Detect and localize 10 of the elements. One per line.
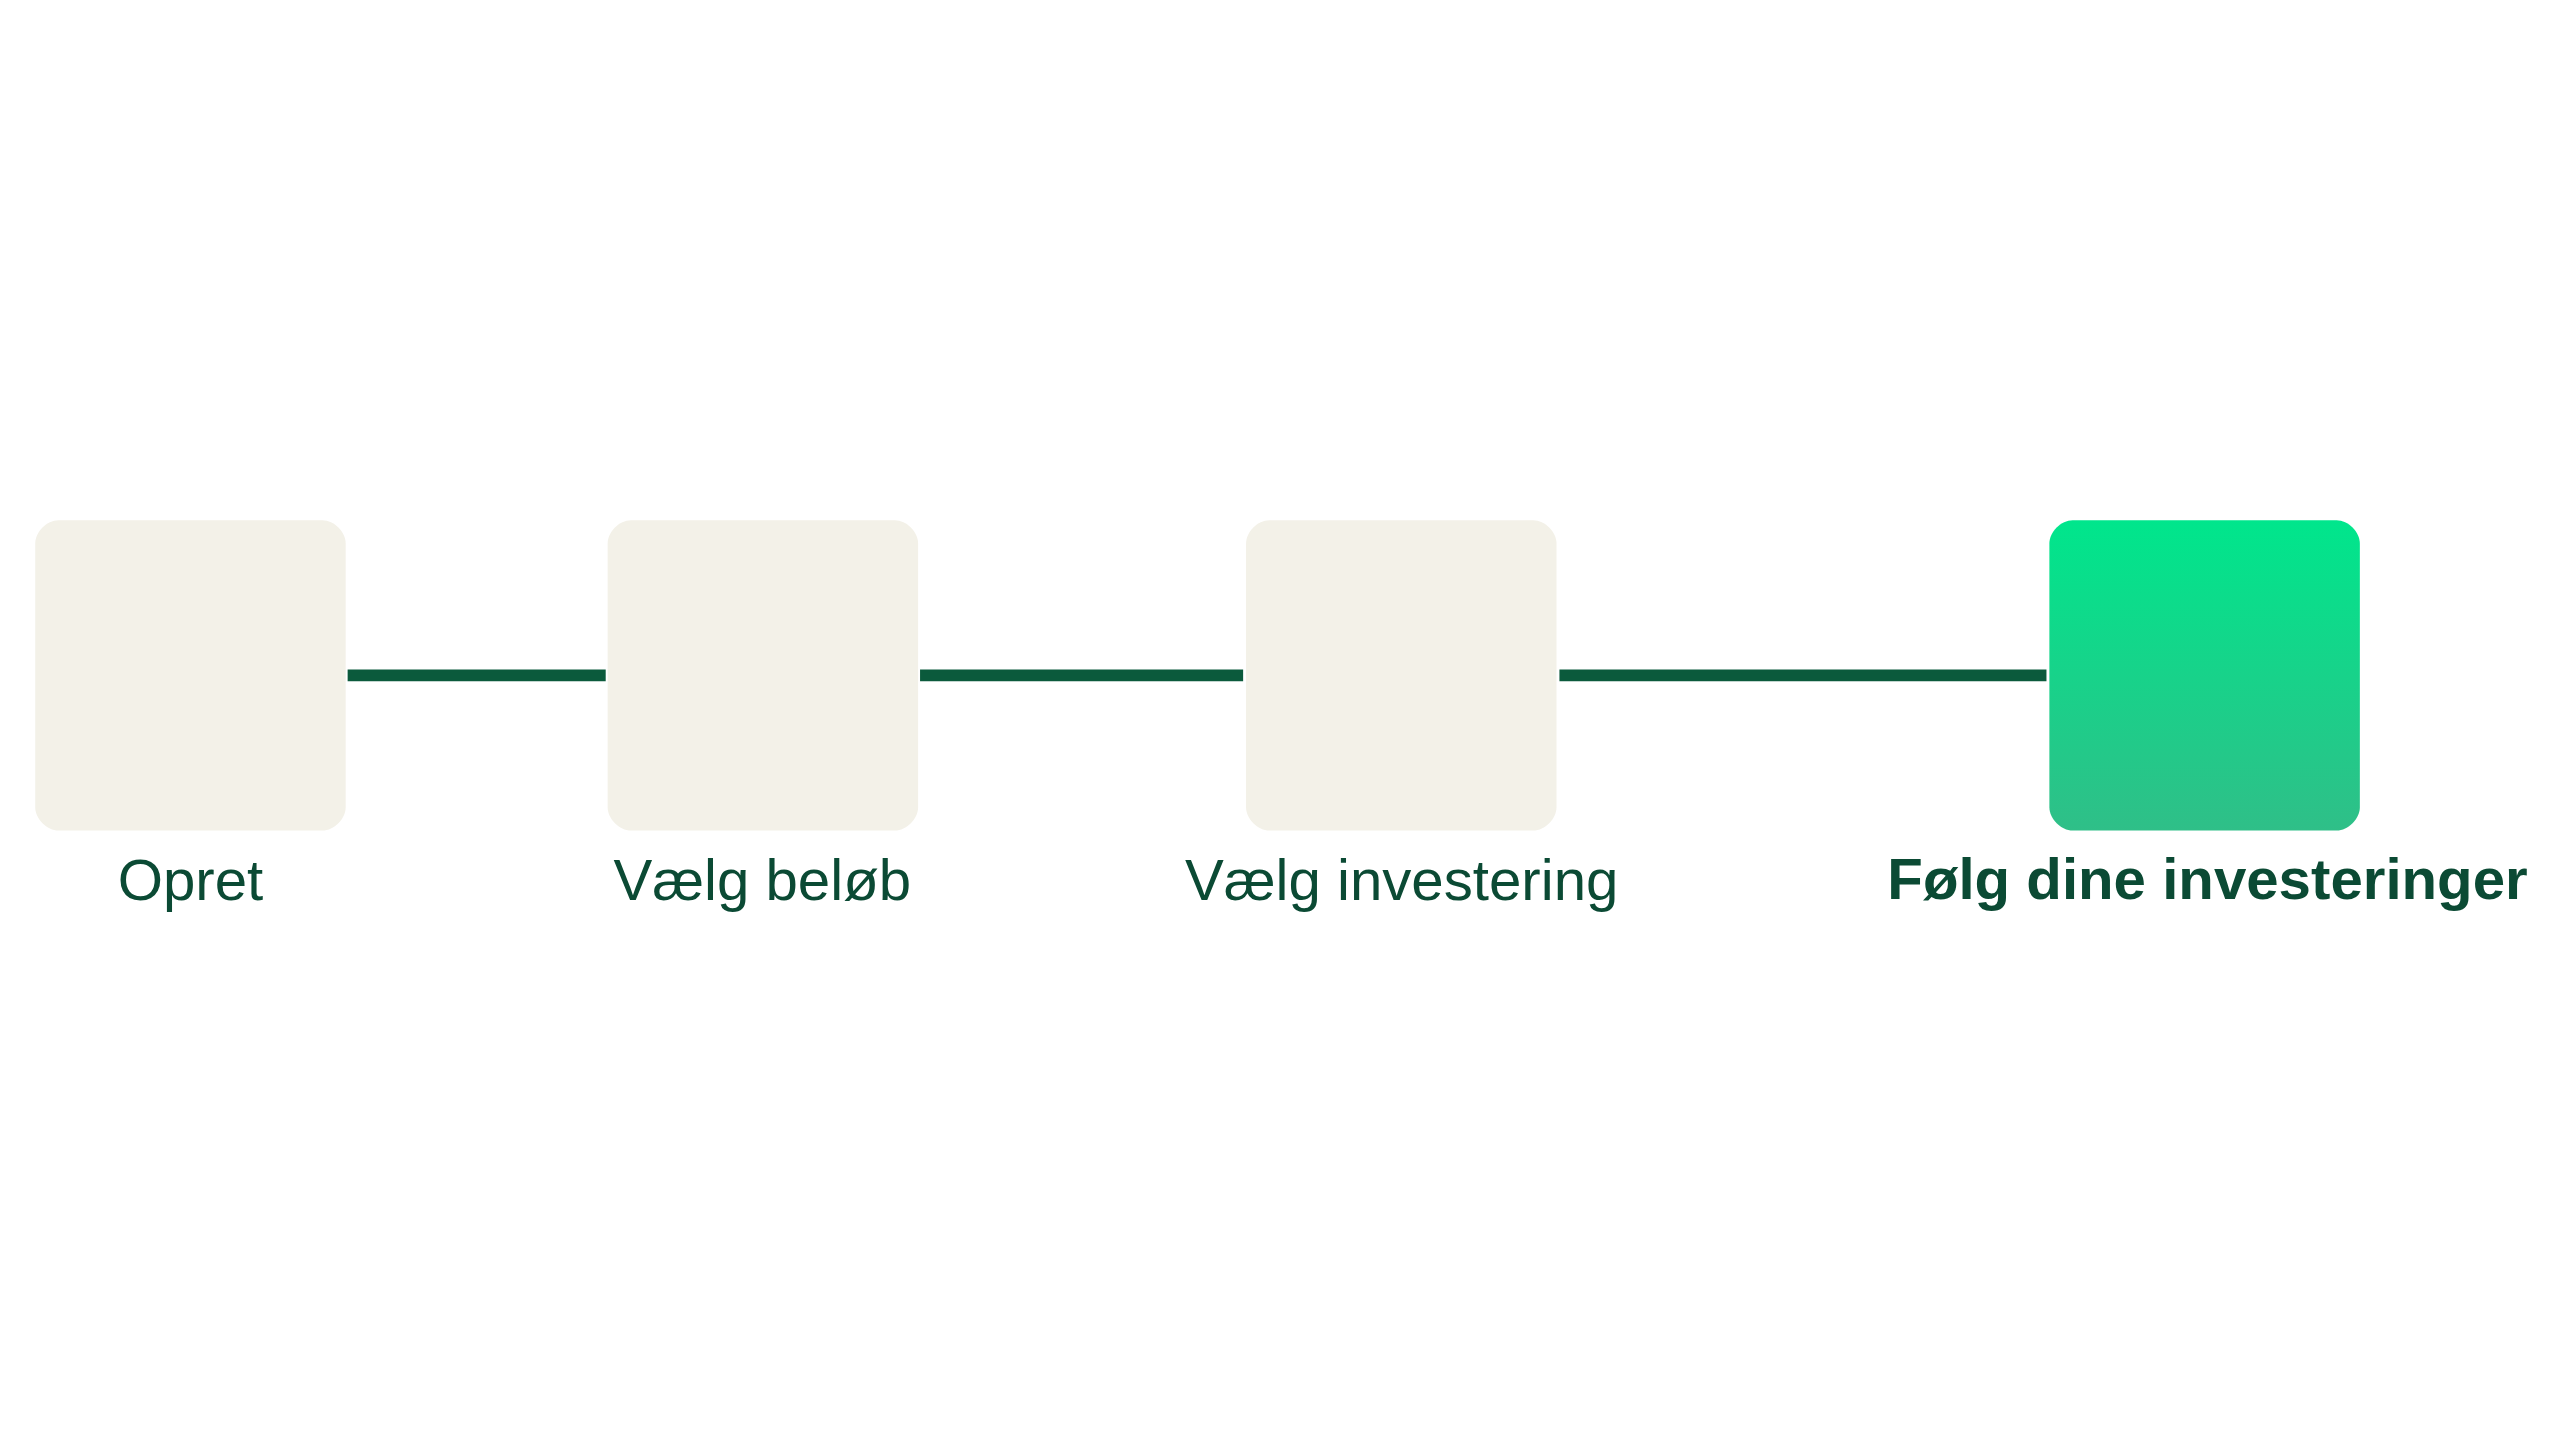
node-box [2049, 520, 2360, 831]
node-label: Opret [117, 847, 264, 913]
connector [347, 669, 606, 682]
node-box [35, 520, 346, 831]
node-label: Vælg investering [1184, 847, 1619, 913]
node-box [607, 520, 919, 831]
connector [920, 669, 1244, 682]
node-label: Vælg beløb [613, 847, 912, 913]
connector [1559, 669, 2047, 682]
node-label: Følg dine investeringer [1887, 845, 2528, 911]
